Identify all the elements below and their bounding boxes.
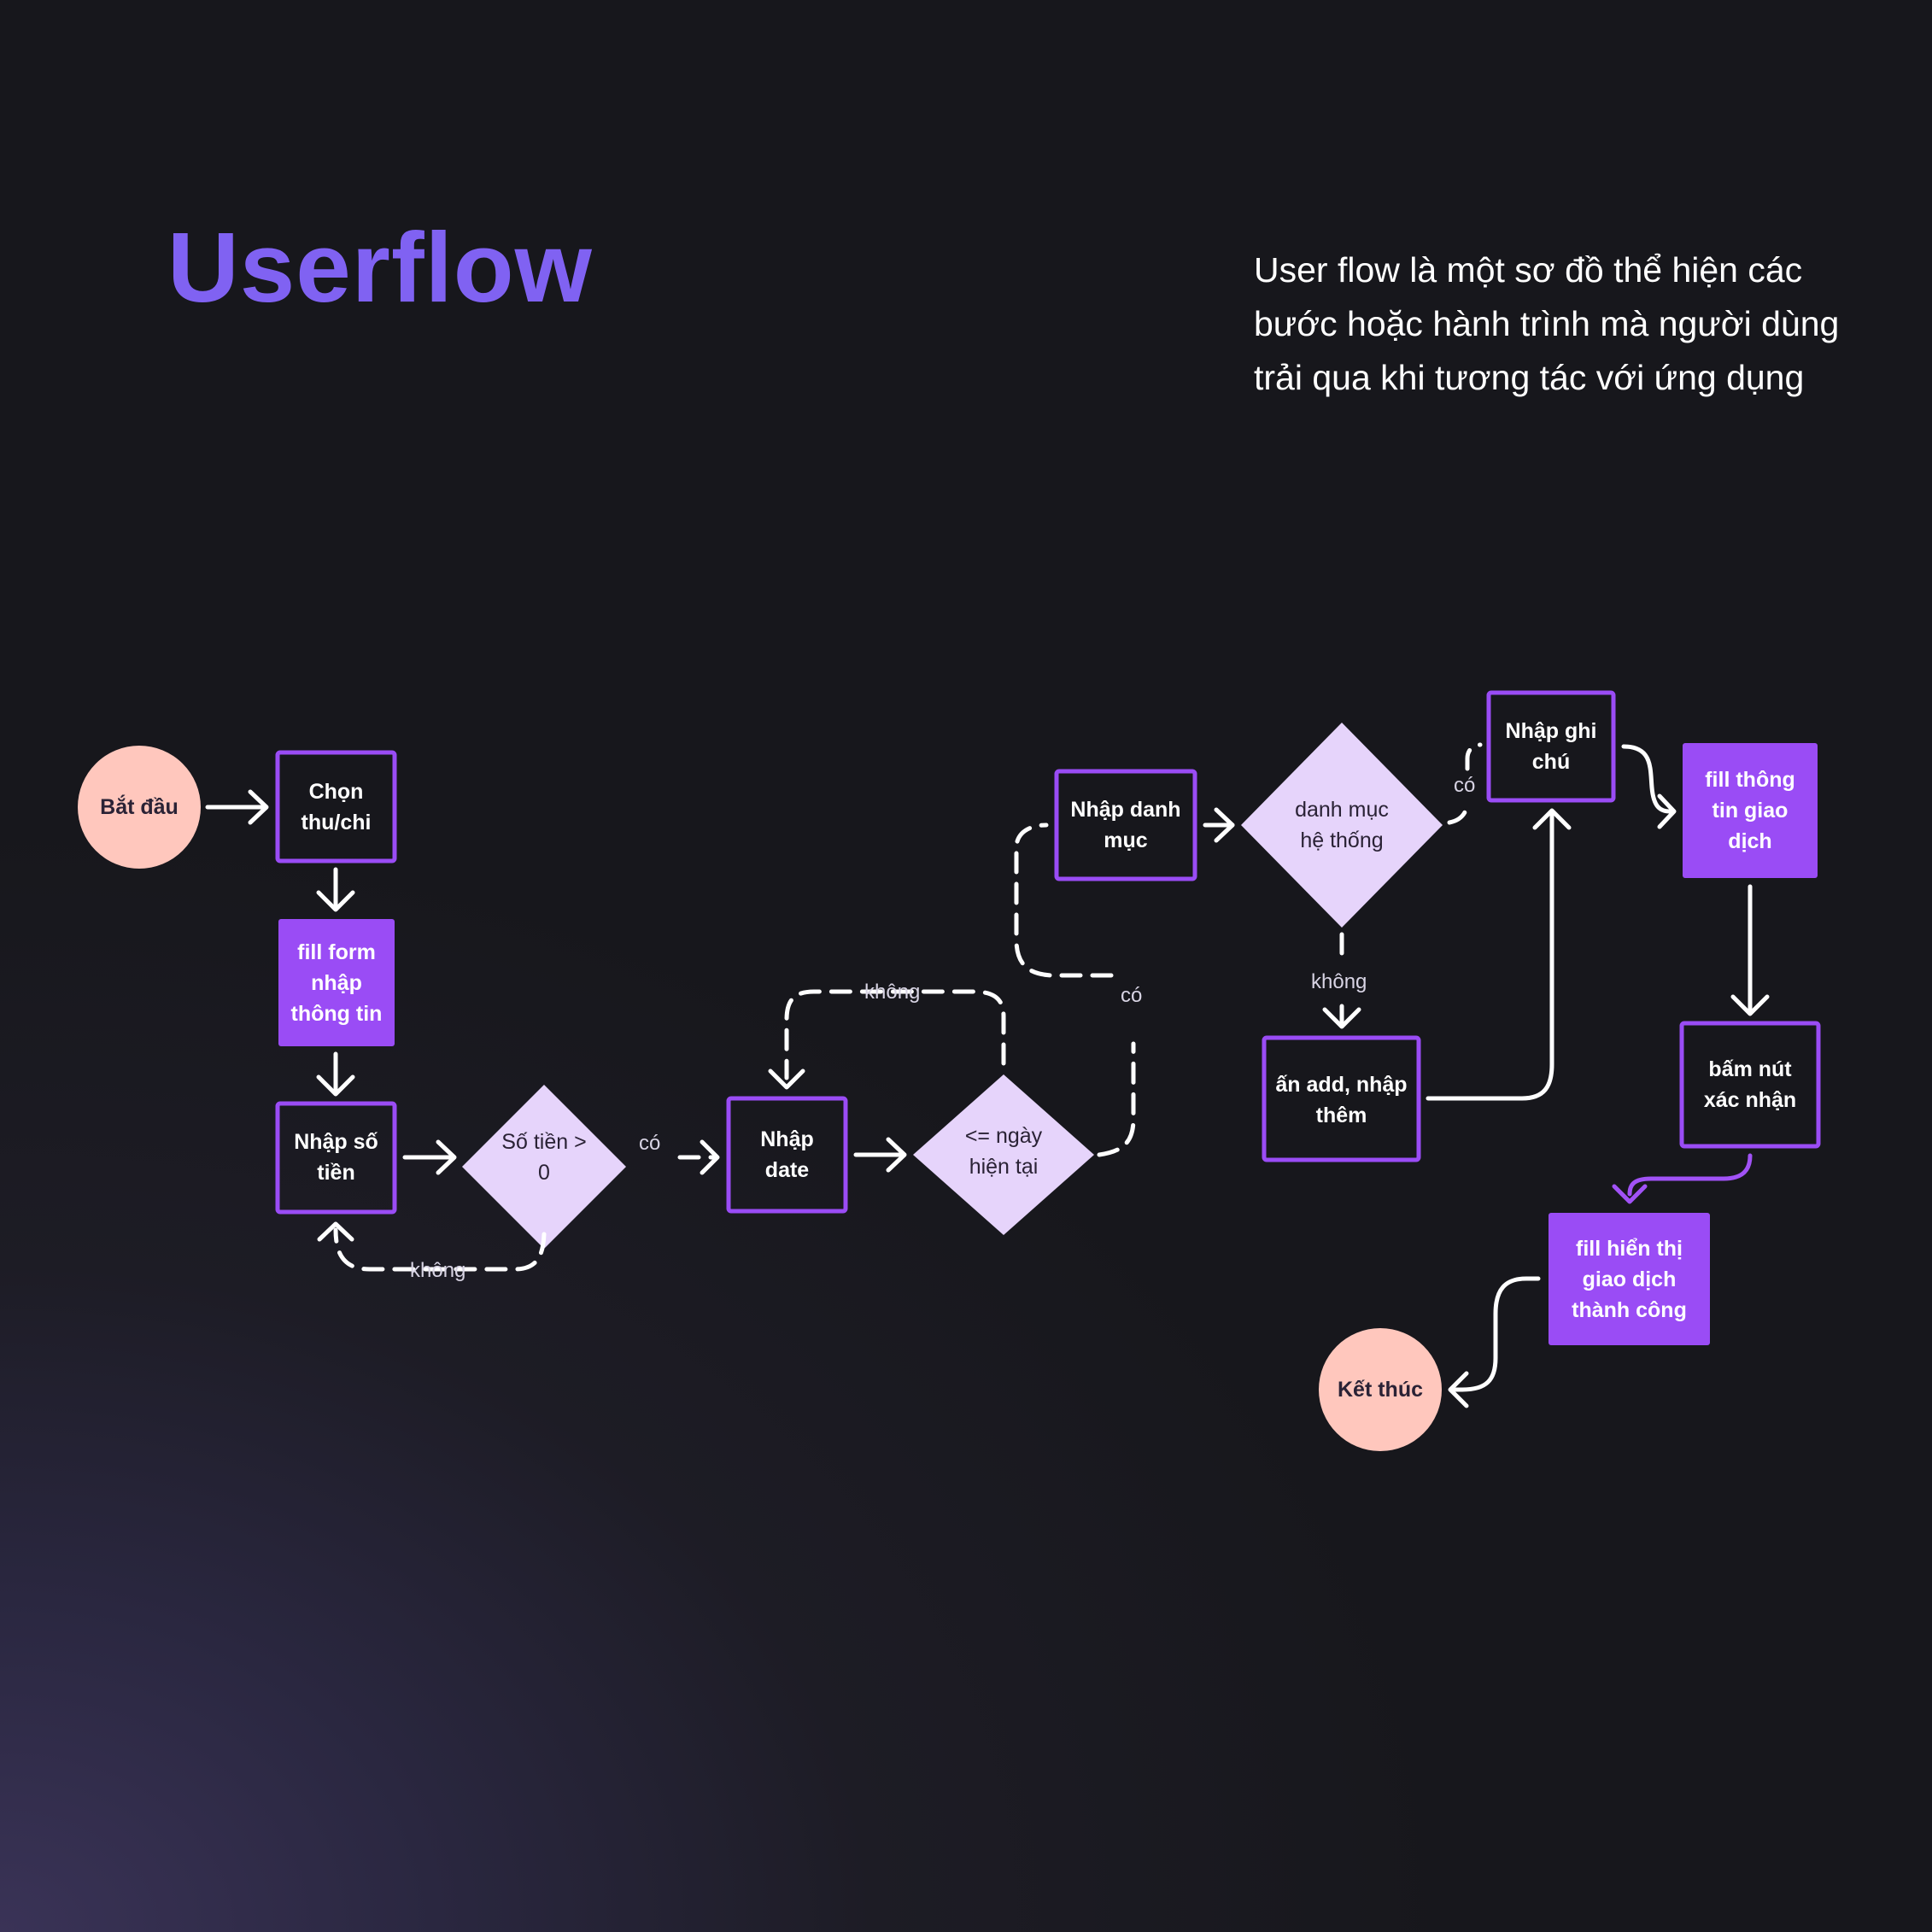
- fill-form-node: [278, 919, 395, 1046]
- end-node: [1319, 1328, 1442, 1451]
- date-yes-label: có: [1121, 984, 1143, 1007]
- edge-transaction-confirm: [1730, 884, 1770, 1016]
- amount-yes-label: có: [639, 1132, 661, 1155]
- enter-date-label: Nhập date: [760, 1127, 814, 1182]
- page-description: User flow là một sơ đồ thể hiện các bước…: [1254, 250, 1840, 397]
- edge-choose-fillform: [316, 867, 355, 912]
- edge-amount-check: [402, 1139, 457, 1175]
- category-yes-label: có: [1454, 774, 1476, 797]
- edge-amount-no: [317, 1221, 547, 1272]
- amount-check-label: Số tiền > 0: [501, 1130, 587, 1185]
- start-label: Bắt đầu: [100, 795, 179, 819]
- add-category-label: ấn add, nhập thêm: [1275, 1072, 1408, 1127]
- fill-transaction-node: [1683, 743, 1818, 878]
- enter-note-label: Nhập ghi chú: [1505, 719, 1597, 774]
- edge-add-note: [1426, 808, 1572, 1101]
- fill-form-label: fill form nhập thông tin: [290, 940, 383, 1026]
- confirm-label: bấm nút xác nhận: [1703, 1057, 1797, 1112]
- edge-note-transaction: [1621, 744, 1677, 829]
- edge-date-no: [768, 989, 1006, 1090]
- date-check-node: [913, 1074, 1094, 1235]
- edge-category-no: [1322, 932, 1361, 1029]
- category-check-node: [1241, 723, 1443, 928]
- edge-success-end: [1448, 1276, 1541, 1408]
- date-no-label: không: [864, 981, 921, 1004]
- edge-date-check: [853, 1137, 907, 1173]
- edge-category-check: [1203, 807, 1235, 843]
- add-category-node: [1262, 1035, 1421, 1162]
- enter-amount-label: Nhập số tiền: [294, 1130, 378, 1185]
- edge-category-yes: [1447, 742, 1483, 825]
- edge-amount-yes: [677, 1139, 720, 1175]
- category-check-label: danh mục hệ thống: [1295, 798, 1389, 852]
- amount-check-node: [462, 1085, 626, 1249]
- fill-success-label: fill hiển thị giao dịch thành công: [1572, 1236, 1687, 1322]
- amount-no-label: không: [410, 1259, 466, 1282]
- fill-success-node: [1549, 1213, 1710, 1345]
- date-check-label: <= ngày hiện tại: [964, 1124, 1043, 1179]
- edge-confirm-success: [1612, 1153, 1753, 1204]
- edge-fillform-amount: [316, 1051, 355, 1097]
- end-label: Kết thúc: [1338, 1378, 1423, 1402]
- page-title: Userflow: [167, 212, 593, 323]
- confirm-node: [1679, 1021, 1821, 1149]
- enter-note-node: [1486, 690, 1616, 803]
- enter-category-label: Nhập danh mục: [1070, 798, 1181, 852]
- edge-start-choose: [205, 789, 269, 825]
- enter-category-node: [1054, 769, 1197, 881]
- choose-type-node: [275, 750, 397, 864]
- category-no-label: không: [1311, 970, 1367, 993]
- choose-type-label: Chọn thu/chi: [301, 780, 372, 834]
- enter-amount-node: [275, 1101, 397, 1215]
- enter-date-node: [726, 1096, 848, 1214]
- fill-transaction-label: fill thông tin giao dịch: [1705, 768, 1795, 853]
- edge-date-yes: [1014, 823, 1136, 1157]
- start-node: [78, 746, 201, 869]
